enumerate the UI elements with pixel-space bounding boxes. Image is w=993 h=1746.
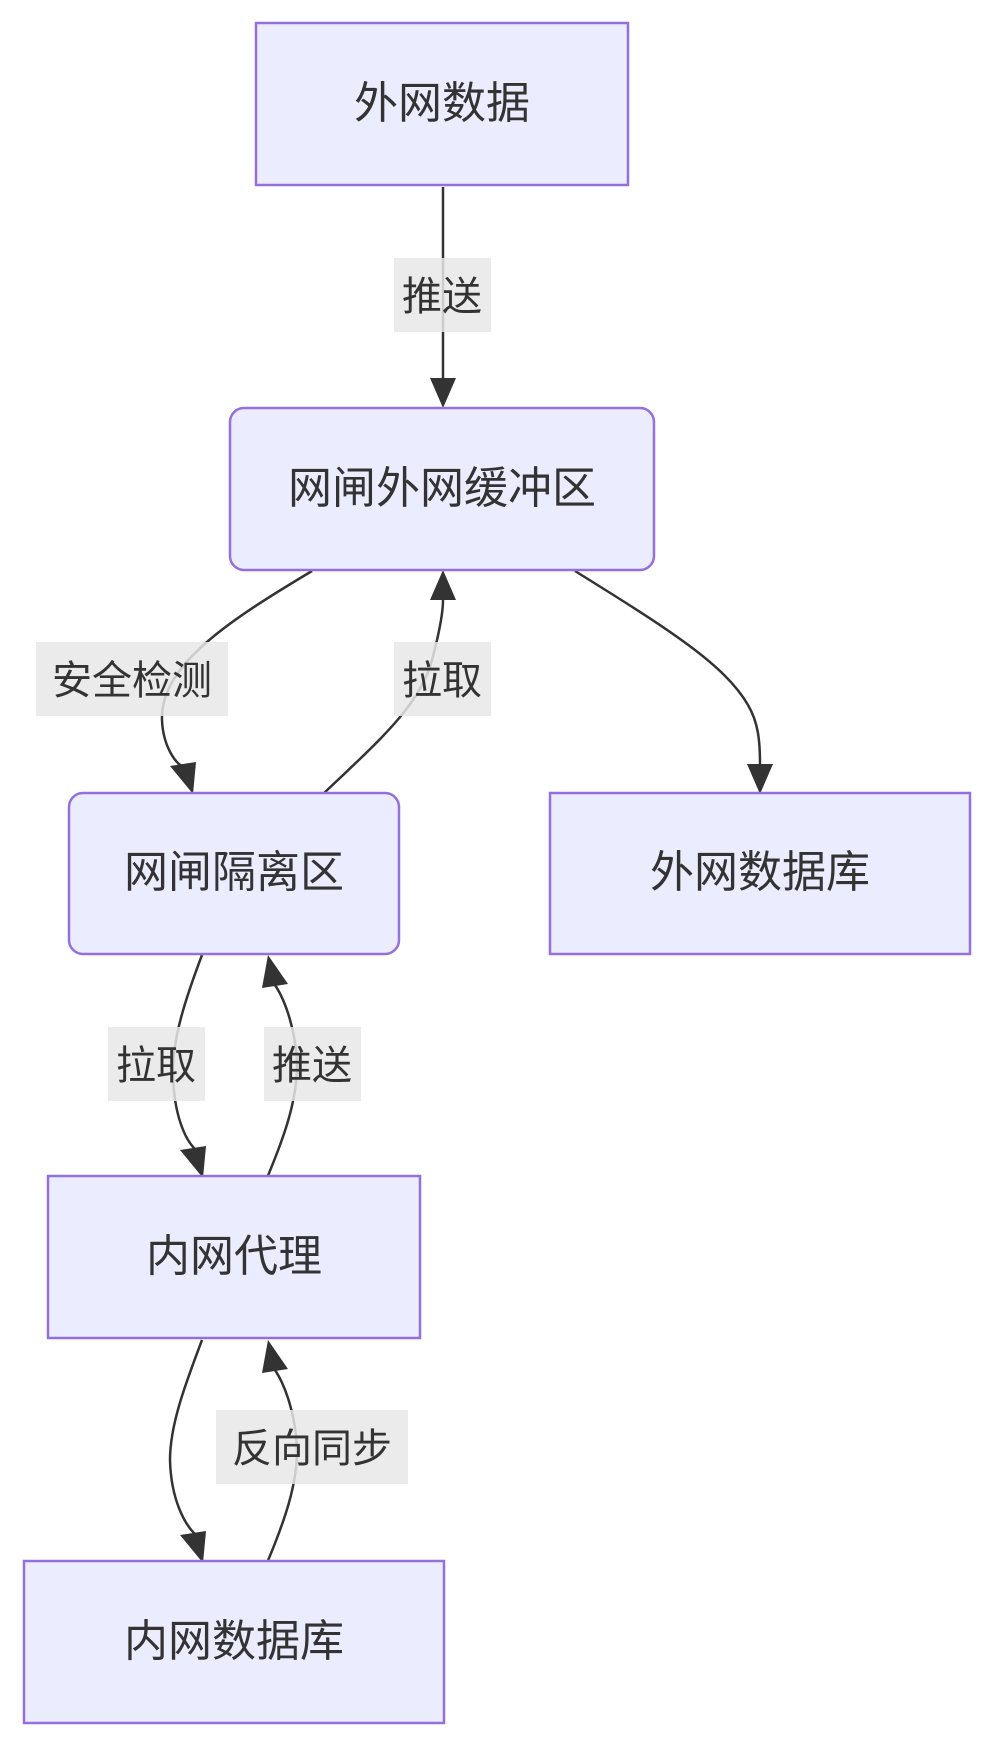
nodes: 外网数据 网闸外网缓冲区 网闸隔离区 外网数据库 内网代理 内网数据库 [22,21,972,1725]
arrowhead [747,764,773,794]
edge-label-text: 拉取 [116,1043,196,1089]
edge-label-text: 拉取 [402,658,482,704]
node-internal-database[interactable]: 内网数据库 [22,1559,446,1725]
node-label: 网闸外网缓冲区 [288,463,596,514]
arrowhead [262,1340,288,1373]
node-label: 网闸隔离区 [124,847,344,898]
edge-label-buffer-to-isolation: 安全检测 [36,642,228,716]
node-internal-proxy[interactable]: 内网代理 [46,1174,422,1340]
edge-label-text: 反向同步 [232,1426,392,1472]
edge-label-isolation-to-proxy: 拉取 [108,1027,205,1101]
node-gateway-external-buffer[interactable]: 网闸外网缓冲区 [228,406,656,572]
edge-label-external-data-to-buffer: 推送 [394,258,491,332]
arrowhead [180,1146,206,1178]
edge-label-text: 安全检测 [52,658,212,704]
arrowhead [262,955,288,988]
arrowhead [170,762,196,794]
arrowhead [430,570,456,600]
node-label: 内网数据库 [124,1616,344,1667]
node-label: 内网代理 [146,1231,322,1282]
edge-label-text: 推送 [272,1043,352,1089]
node-label: 外网数据 [354,78,530,129]
edge-label-internal-db-to-proxy: 反向同步 [216,1410,408,1484]
edge-labels: 推送 安全检测 拉取 拉取 推送 反向同步 [36,258,491,1484]
node-external-data[interactable]: 外网数据 [254,21,630,187]
edge-label-text: 推送 [402,274,482,320]
edge-proxy-to-internal-db [168,1339,204,1536]
edge-buffer-to-external-db [574,569,762,765]
node-label: 外网数据库 [650,847,870,898]
edge-label-proxy-to-isolation: 推送 [264,1027,361,1101]
node-gateway-isolation-zone[interactable]: 网闸隔离区 [67,791,401,956]
edge-label-isolation-to-buffer: 拉取 [394,642,491,716]
arrowhead [430,378,456,408]
node-external-database[interactable]: 外网数据库 [548,791,972,956]
arrowhead [180,1531,206,1563]
